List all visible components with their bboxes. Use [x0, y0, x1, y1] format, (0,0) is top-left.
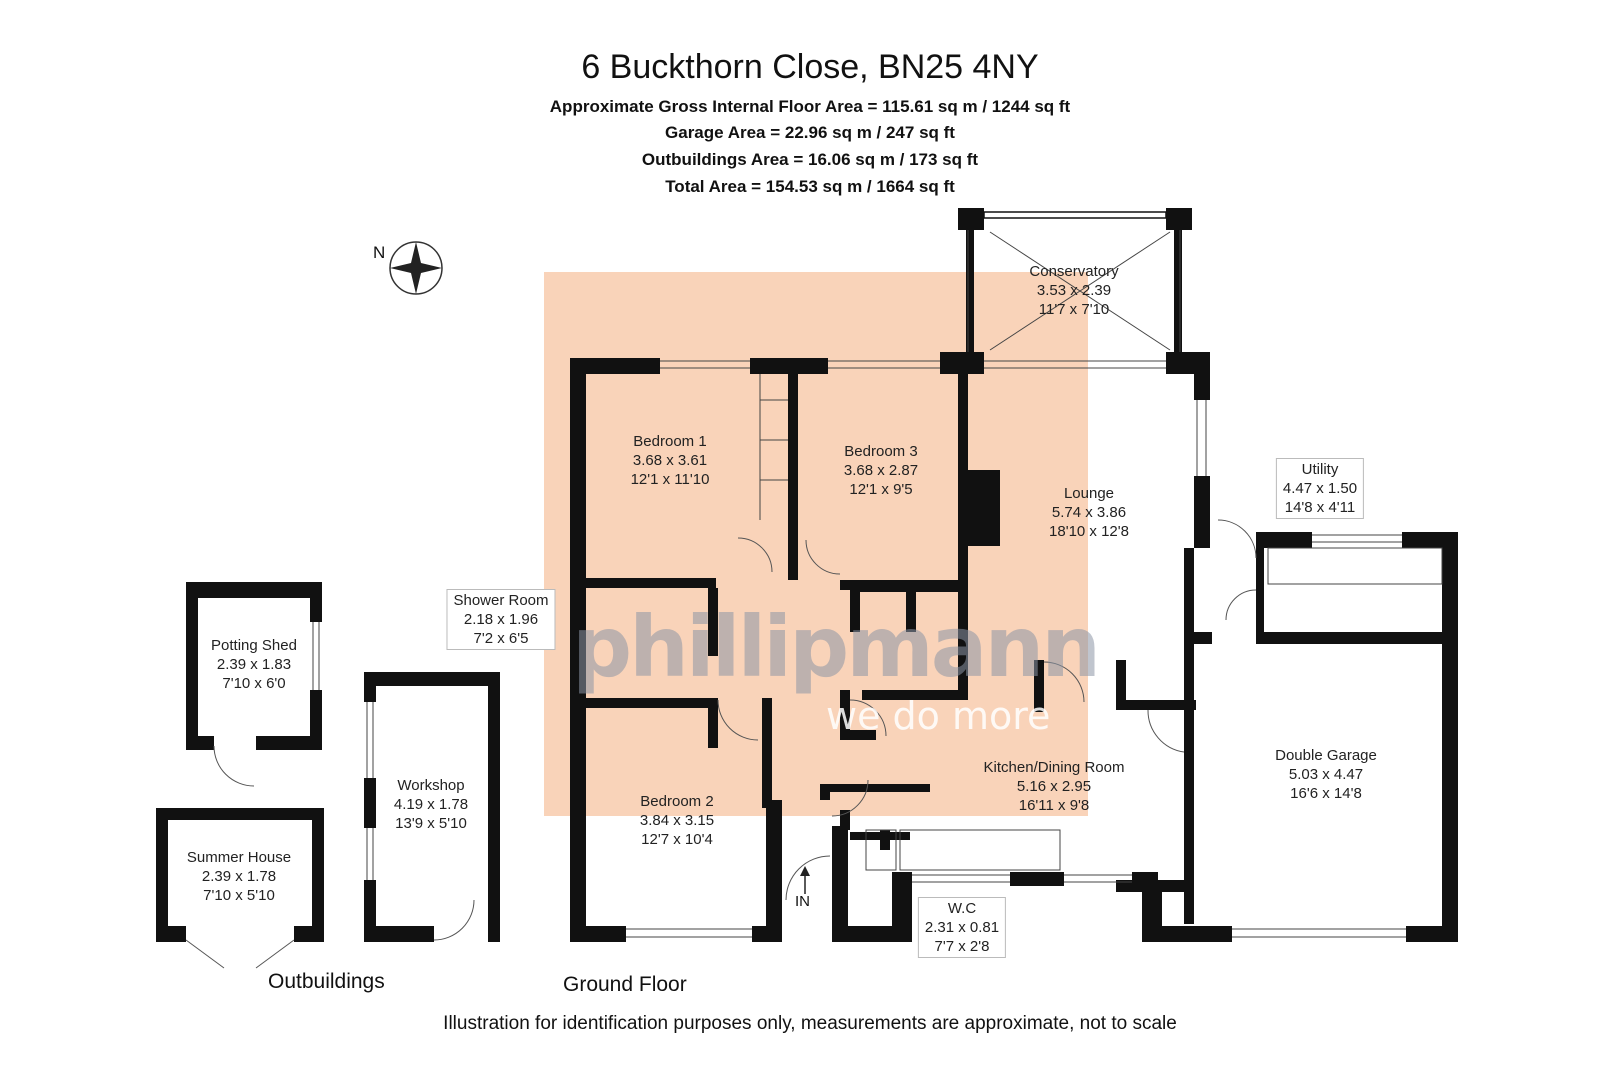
entrance-label: IN	[795, 893, 810, 910]
door-swings	[185, 519, 1257, 969]
garage-area-text: Garage Area = 22.96 sq m / 247 sq ft	[665, 123, 955, 142]
room-label-wc: W.C 2.31 x 0.81 7'7 x 2'8	[917, 897, 1007, 958]
room-label-kitchen-dining: Kitchen/Dining Room 5.16 x 2.95 16'11 x …	[983, 759, 1125, 814]
outbuildings-area-text: Outbuildings Area = 16.06 sq m / 173 sq …	[641, 150, 979, 169]
room-label-workshop: Workshop 4.19 x 1.78 13'9 x 5'10	[393, 777, 469, 832]
room-label-lounge: Lounge 5.74 x 3.86 18'10 x 12'8	[1049, 485, 1129, 540]
room-label-shower-room: Shower Room 2.18 x 1.96 7'2 x 6'5	[446, 589, 556, 650]
walls	[156, 208, 1458, 942]
highlight-area	[544, 272, 1088, 816]
room-label-bedroom-3: Bedroom 3 3.68 x 2.87 12'1 x 9'5	[843, 443, 919, 498]
room-label-double-garage: Double Garage 5.03 x 4.47 16'6 x 14'8	[1275, 747, 1377, 802]
room-label-utility: Utility 4.47 x 1.50 14'8 x 4'11	[1275, 458, 1365, 519]
room-label-summer-house: Summer House 2.39 x 1.78 7'10 x 5'10	[186, 849, 292, 904]
room-label-bedroom-2: Bedroom 2 3.84 x 3.15 12'7 x 10'4	[639, 793, 715, 848]
compass-rose-icon	[389, 241, 443, 295]
room-label-bedroom-1: Bedroom 1 3.68 x 3.61 12'1 x 11'10	[630, 433, 710, 488]
total-area-text: Total Area = 154.53 sq m / 1664 sq ft	[665, 177, 955, 196]
entrance-arrow-icon	[800, 866, 810, 894]
disclaimer-text: Illustration for identification purposes…	[443, 1013, 1177, 1034]
floor-label-outbuildings: Outbuildings	[268, 970, 385, 993]
plan-title: 6 Buckthorn Close, BN25 4NY	[581, 48, 1039, 86]
floor-label-ground: Ground Floor	[563, 973, 687, 996]
window-lines	[312, 230, 1443, 938]
room-label-potting-shed: Potting Shed 2.39 x 1.83 7'10 x 6'0	[211, 637, 297, 692]
gross-area-text: Approximate Gross Internal Floor Area = …	[549, 97, 1071, 116]
room-label-conservatory: Conservatory 3.53 x 2.39 11'7 x 7'10	[1029, 263, 1119, 318]
north-label: N	[373, 243, 386, 262]
